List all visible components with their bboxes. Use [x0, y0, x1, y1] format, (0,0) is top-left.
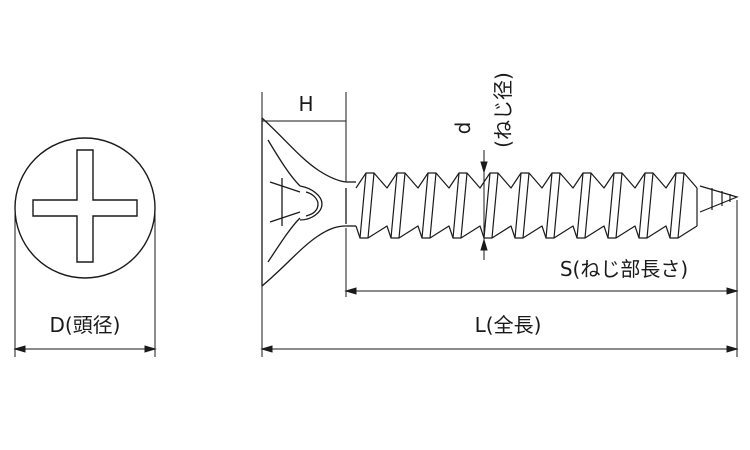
thread-flank-8: [576, 172, 592, 239]
thread-length-arrow-right: [726, 287, 739, 295]
head-inner-line-top: [267, 139, 301, 187]
head-height-dimension: [261, 92, 347, 182]
thread-length-arrow-left: [344, 287, 357, 295]
total-length-dimension: [260, 286, 739, 357]
head-diameter-label: D(頭径): [49, 313, 120, 337]
head-height-label: H: [298, 92, 313, 116]
thread-flank-11: [669, 172, 685, 239]
thread-top-profile: [355, 172, 698, 189]
thread-flank-4: [452, 172, 468, 239]
thread-flank-6: [514, 172, 530, 239]
thread-bottom-profile: [355, 225, 698, 239]
thread-diameter-name: (ねじ径): [491, 72, 515, 148]
head-diameter-arrow-left: [13, 345, 26, 353]
phillips-cross-recess-icon: [32, 149, 138, 263]
thread-flank-5: [483, 172, 499, 239]
head-upper-curve: [261, 117, 347, 183]
recess-line-1: [269, 181, 301, 193]
total-length-arrow-left: [260, 345, 273, 353]
thread-diameter-dimension: [480, 150, 488, 260]
head-outline-circle: [14, 137, 156, 279]
head-lower-curve: [261, 225, 347, 287]
thread-flank-2: [390, 172, 406, 239]
screw-side-view: [261, 117, 356, 287]
thread-diameter-arrow-top: [480, 161, 488, 174]
point-outline: [699, 185, 739, 213]
recess-tip-curve: [299, 185, 323, 221]
head-inner-line-bottom: [267, 217, 301, 263]
thread-flank-3: [421, 172, 437, 239]
thread-section: [355, 172, 698, 239]
recess-tip-inner: [305, 191, 319, 217]
total-length-label: L(全長): [475, 313, 542, 337]
thread-flank-10: [638, 172, 654, 239]
thread-diameter-symbol: d: [451, 122, 475, 135]
thread-flank-7: [545, 172, 561, 239]
thread-flank-1: [359, 172, 375, 239]
head-diameter-arrow-right: [144, 345, 157, 353]
head-top-view: [14, 137, 156, 279]
total-length-arrow-right: [726, 345, 739, 353]
screw-point: [699, 185, 739, 213]
thread-length-dimension: [344, 200, 739, 357]
thread-diameter-arrow-bottom: [480, 238, 488, 251]
recess-line-2: [269, 211, 301, 223]
thread-flank-9: [607, 172, 623, 239]
head-diameter-dimension: [13, 210, 157, 357]
thread-length-label: S(ねじ部長さ): [560, 257, 688, 281]
